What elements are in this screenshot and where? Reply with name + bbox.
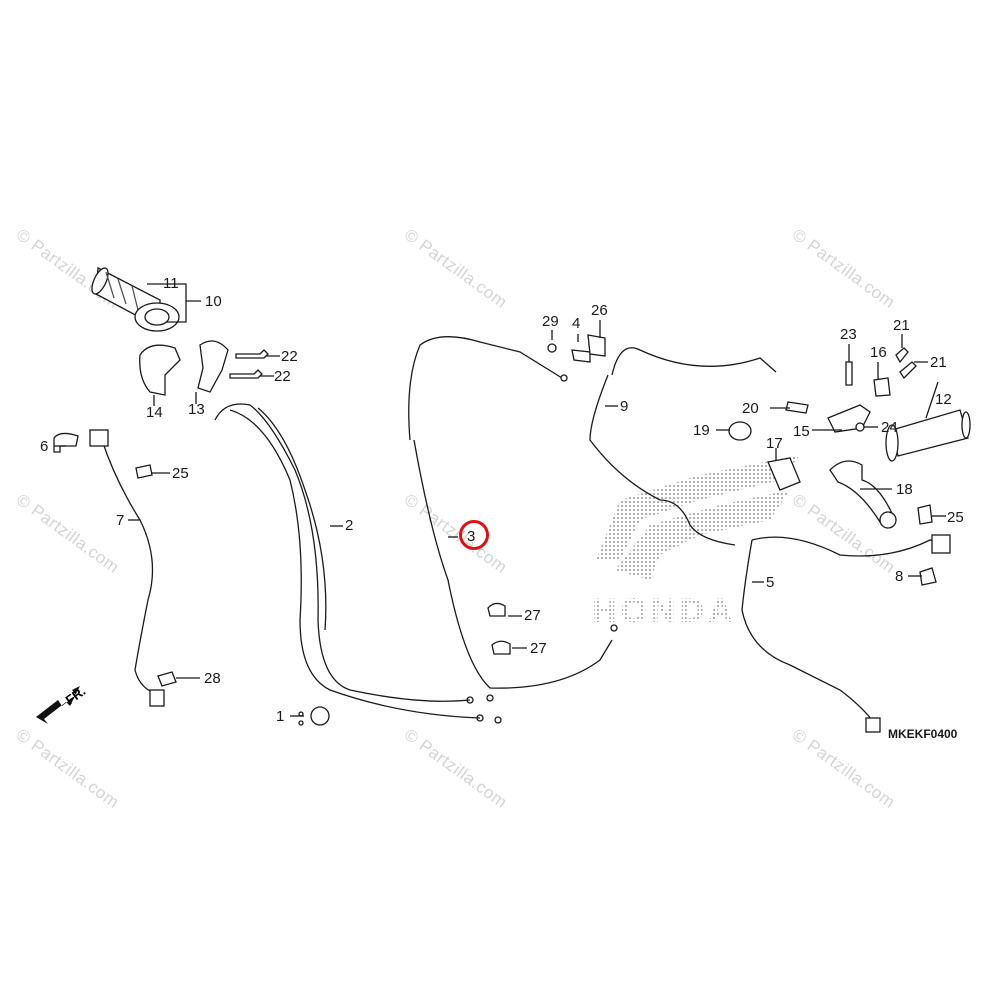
callout-16[interactable]: 16 [870,344,887,361]
callout-3[interactable]: 3 [467,528,476,545]
callout-27b[interactable]: 27 [530,640,547,657]
callout-25b[interactable]: 25 [947,509,964,526]
honda-logo-text: HONDA [592,592,737,630]
callout-21a[interactable]: 21 [893,317,910,334]
callout-26[interactable]: 26 [591,302,608,319]
callout-22b[interactable]: 22 [274,368,291,385]
callout-19[interactable]: 19 [693,422,710,439]
callout-15[interactable]: 15 [793,423,810,440]
highlight-ring [459,520,489,550]
callout-12[interactable]: 12 [935,391,952,408]
callout-2[interactable]: 2 [345,517,354,534]
diagram-code: MKEKF0400 [888,727,958,741]
callout-5[interactable]: 5 [766,574,775,591]
callout-14[interactable]: 14 [146,404,163,421]
callout-7[interactable]: 7 [116,512,125,529]
callout-9[interactable]: 9 [620,398,629,415]
callout-18[interactable]: 18 [896,481,913,498]
callout-6[interactable]: 6 [40,438,49,455]
callout-13[interactable]: 13 [188,401,205,418]
callout-21b[interactable]: 21 [930,354,947,371]
callout-20[interactable]: 20 [742,400,759,417]
callout-28[interactable]: 28 [204,670,221,687]
callout-1[interactable]: 1 [276,708,285,725]
callout-11[interactable]: 11 [163,275,179,292]
callout-8[interactable]: 8 [895,568,904,585]
callout-23[interactable]: 23 [840,326,857,343]
callout-17[interactable]: 17 [766,435,783,452]
throttle-grip-icon [91,266,180,332]
callout-4[interactable]: 4 [572,315,581,332]
callout-10[interactable]: 10 [205,293,222,310]
callout-27a[interactable]: 27 [524,607,541,624]
callout-25a[interactable]: 25 [172,465,189,482]
callout-24[interactable]: 24 [881,419,898,436]
callout-22a[interactable]: 22 [281,348,298,365]
callout-29[interactable]: 29 [542,313,559,330]
